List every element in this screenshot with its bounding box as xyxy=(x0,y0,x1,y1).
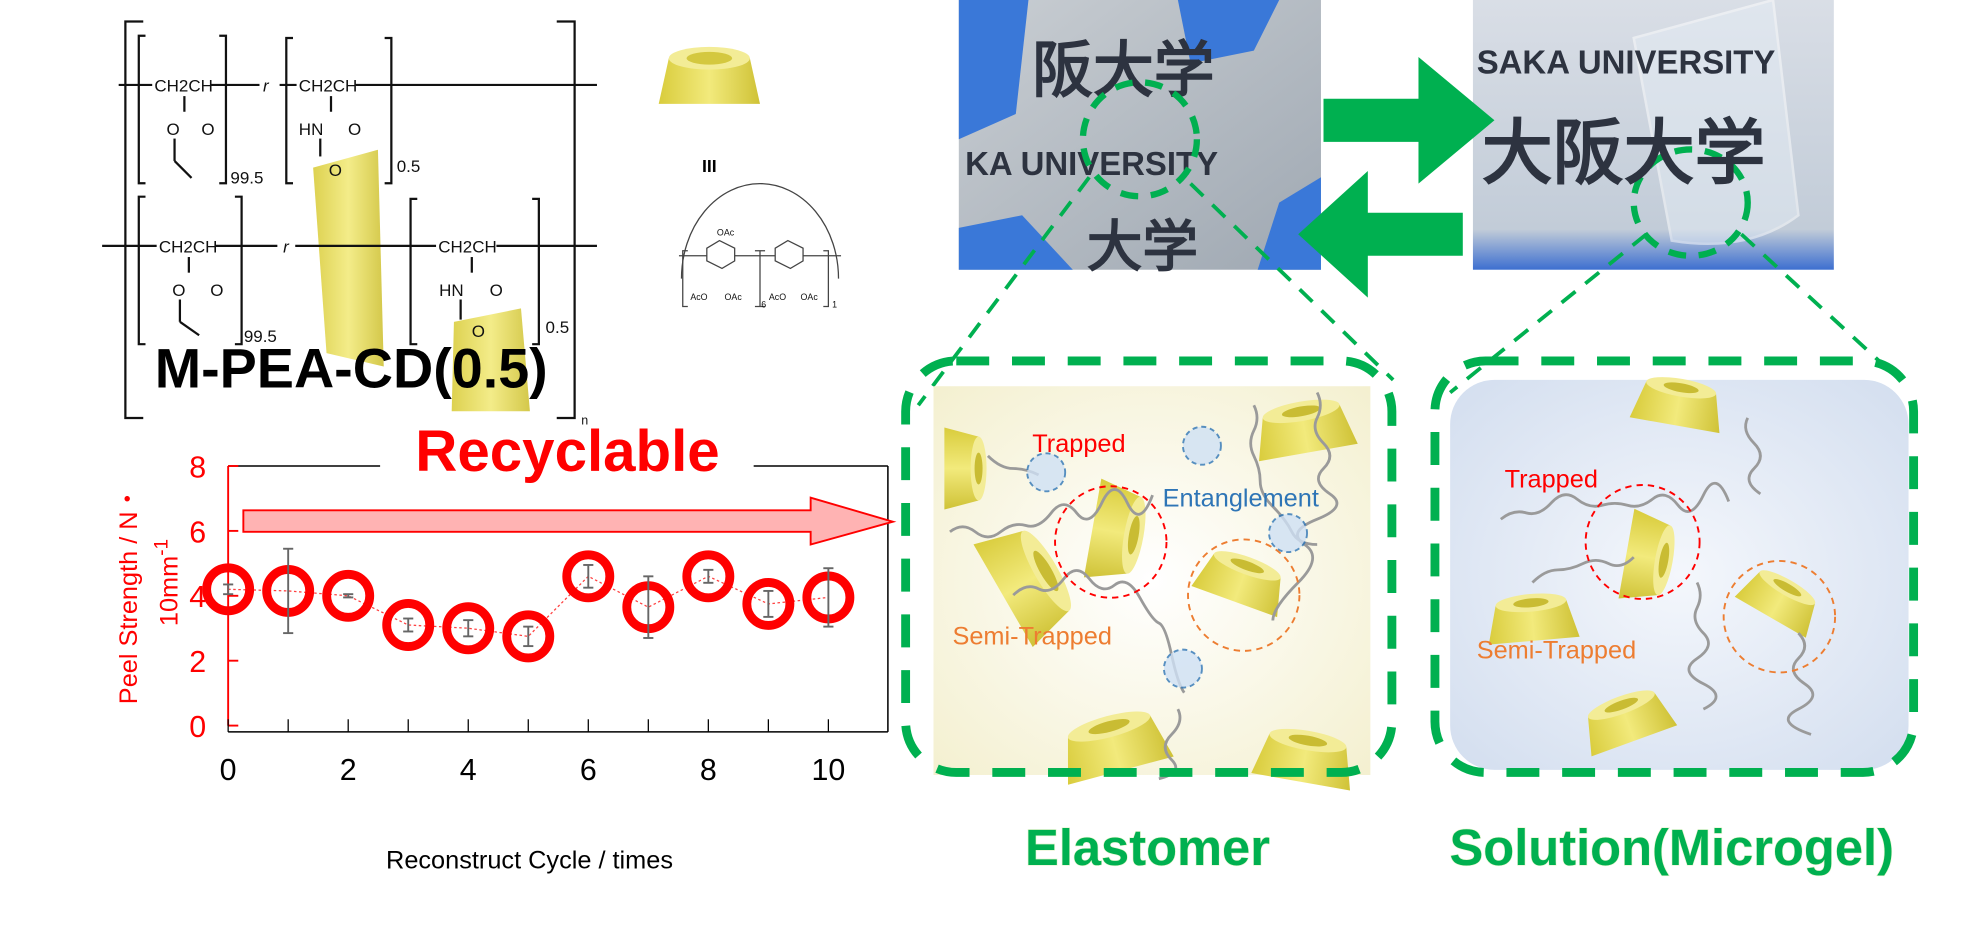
cyclodextrin-ring xyxy=(313,149,384,367)
solution-panel: Trapped Semi-Trapped xyxy=(1430,356,1919,777)
data-point xyxy=(682,550,735,603)
data-point xyxy=(502,610,555,663)
cyclodextrin-structure xyxy=(678,183,842,308)
cd-label: III xyxy=(702,156,717,176)
subscript: 1 xyxy=(832,300,837,310)
elastomer-panel: Trapped Entanglement Semi-Trapped xyxy=(901,356,1397,791)
oac-label: OAc xyxy=(717,228,735,238)
atom-label: HN xyxy=(299,120,324,139)
unit-label: CH2CH xyxy=(154,77,212,96)
x-tick-label: 0 xyxy=(220,753,237,787)
aco-label: AcO xyxy=(690,292,707,302)
data-point xyxy=(202,563,255,616)
atom-label: O xyxy=(167,120,180,139)
oac-label: OAc xyxy=(801,292,819,302)
forward-arrow-icon xyxy=(1323,56,1495,184)
atom-label: O xyxy=(329,161,342,180)
subscript: 6 xyxy=(761,300,766,310)
atom-label: O xyxy=(472,322,485,341)
random-label: r xyxy=(263,77,270,96)
x-tick-label: 10 xyxy=(811,753,845,787)
x-tick-label: 2 xyxy=(340,753,357,787)
semi-trapped-label: Semi-Trapped xyxy=(1477,636,1636,664)
subscript: 99.5 xyxy=(244,327,277,346)
atom-label: O xyxy=(348,120,361,139)
y-tick-label: 4 xyxy=(189,580,206,614)
x-tick-label: 8 xyxy=(700,753,717,787)
chemical-structure: CH2CH CH2CH CH2CH CH2CH O O O O HN HN O … xyxy=(102,20,597,428)
atom-label: HN xyxy=(439,281,464,300)
repeat-label: n xyxy=(581,414,588,428)
solution-photo: SAKA UNIVERSITY 大阪大学 xyxy=(1472,0,1834,270)
x-axis-label: Reconstruct Cycle / times xyxy=(386,847,673,875)
cyclodextrin-ring xyxy=(451,308,530,412)
y-tick-label: 2 xyxy=(189,645,206,679)
reverse-arrow-icon xyxy=(1298,170,1463,298)
photo-text: 大阪大学 xyxy=(1482,114,1766,193)
atom-label: O xyxy=(210,281,223,300)
semi-trapped-label: Semi-Trapped xyxy=(952,623,1111,651)
subscript: 0.5 xyxy=(546,318,570,337)
trapped-label: Trapped xyxy=(1032,430,1125,458)
elastomer-title: Elastomer xyxy=(1025,819,1270,876)
data-point xyxy=(322,569,375,622)
photo-text: 大学 xyxy=(1087,216,1198,278)
x-tick-label: 4 xyxy=(460,753,477,787)
y-axis-unit: 10mm xyxy=(156,556,184,626)
y-axis-label-line2: 10mm-1 xyxy=(151,539,183,626)
recyclable-annotation: Recyclable xyxy=(415,419,719,484)
atom-label: O xyxy=(201,120,214,139)
cyclodextrin-icon xyxy=(658,46,760,104)
aco-label: AcO xyxy=(769,292,786,302)
y-axis-label: Peel Strength / N・ 10mm-1 xyxy=(115,486,184,704)
polymer-title: M-PEA-CD(0.5) xyxy=(155,337,548,399)
entanglement-label: Entanglement xyxy=(1163,485,1319,513)
subscript: 0.5 xyxy=(397,157,421,176)
photo-text: 阪大学 xyxy=(1032,36,1214,104)
photo-text: SAKA UNIVERSITY xyxy=(1477,43,1776,80)
zoom-guides xyxy=(916,176,1901,407)
trapped-label: Trapped xyxy=(1505,466,1598,494)
recyclable-arrow xyxy=(242,496,897,546)
data-point xyxy=(382,599,435,651)
y-tick-label: 6 xyxy=(189,515,206,549)
peel-strength-chart: Peel Strength / N・ 10mm-1 0 2 4 6 8 0 2 4 6 8 10 R… xyxy=(115,419,897,875)
subscript: 99.5 xyxy=(230,168,263,187)
data-point xyxy=(442,602,495,655)
x-tick-label: 6 xyxy=(580,753,597,787)
y-axis-unit-exponent: -1 xyxy=(151,539,172,556)
unit-label: CH2CH xyxy=(299,77,357,96)
unit-label: CH2CH xyxy=(159,238,217,257)
atom-label: O xyxy=(490,281,503,300)
random-label: r xyxy=(283,238,290,257)
data-point xyxy=(742,577,795,630)
atom-label: O xyxy=(172,281,185,300)
y-tick-label: 8 xyxy=(189,450,206,484)
y-tick-label: 0 xyxy=(189,710,206,744)
y-axis-label-line1: Peel Strength / N・ xyxy=(115,486,143,704)
unit-label: CH2CH xyxy=(438,238,496,257)
elastomer-photo: 阪大学 KA UNIVERSITY 大学 xyxy=(958,0,1321,278)
solution-title: Solution(Microgel) xyxy=(1450,819,1894,876)
data-point xyxy=(562,550,615,603)
oac-label: OAc xyxy=(725,292,743,302)
